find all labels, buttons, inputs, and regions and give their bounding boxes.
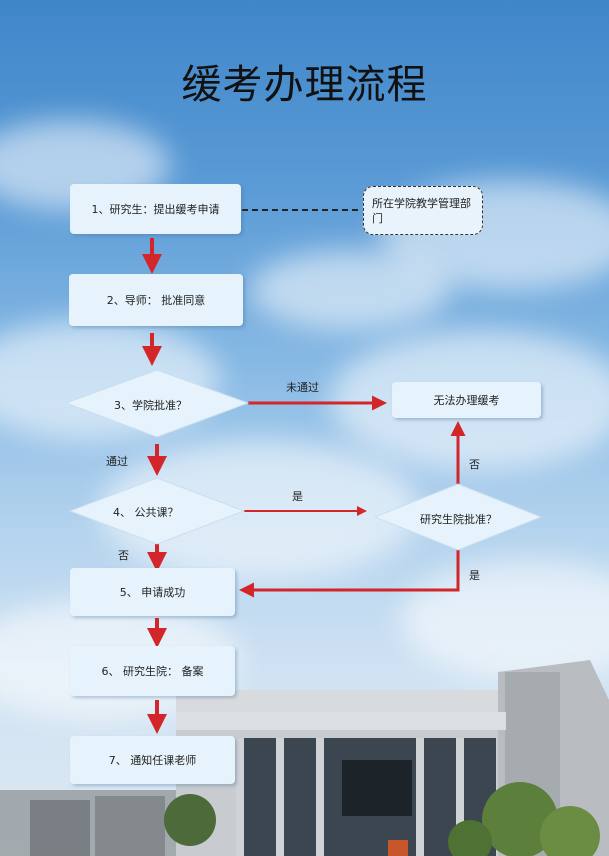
step3-label: 3、学院批准？ bbox=[114, 399, 187, 412]
dept-office-label: 所在学院教学管理部门 bbox=[372, 196, 471, 225]
passed-label: 通过 bbox=[106, 455, 128, 468]
decision-grad-diamond bbox=[373, 483, 543, 551]
step5-node: 5、 申请成功 bbox=[70, 568, 235, 616]
yes-public-label: 是 bbox=[292, 490, 303, 503]
not-passed-label: 未通过 bbox=[286, 381, 319, 394]
page-title: 缓考办理流程 bbox=[181, 62, 428, 108]
step1-node: 1、研究生：提出缓考申请 bbox=[70, 184, 241, 234]
step2-node: 2、导师： 批准同意 bbox=[69, 274, 243, 326]
decision-college-diamond bbox=[64, 369, 250, 438]
cannot-defer-node: 无法办理缓考 bbox=[392, 382, 541, 418]
step4-label: 4、 公共课？ bbox=[113, 506, 179, 519]
arrow-grad-5 bbox=[239, 550, 460, 598]
yes-grad-label: 是 bbox=[469, 569, 480, 582]
no-grad-label: 否 bbox=[469, 458, 480, 471]
step7-node: 7、 通知任课老师 bbox=[70, 736, 235, 784]
decision-public-diamond bbox=[68, 477, 246, 545]
no-public-label: 否 bbox=[118, 549, 129, 562]
cloud bbox=[400, 560, 609, 680]
cloud bbox=[250, 250, 450, 330]
dept-office-node: 所在学院教学管理部门 bbox=[363, 186, 483, 235]
step6-node: 6、 研究生院： 备案 bbox=[70, 646, 235, 696]
grad-school-label: 研究生院批准？ bbox=[420, 513, 497, 526]
